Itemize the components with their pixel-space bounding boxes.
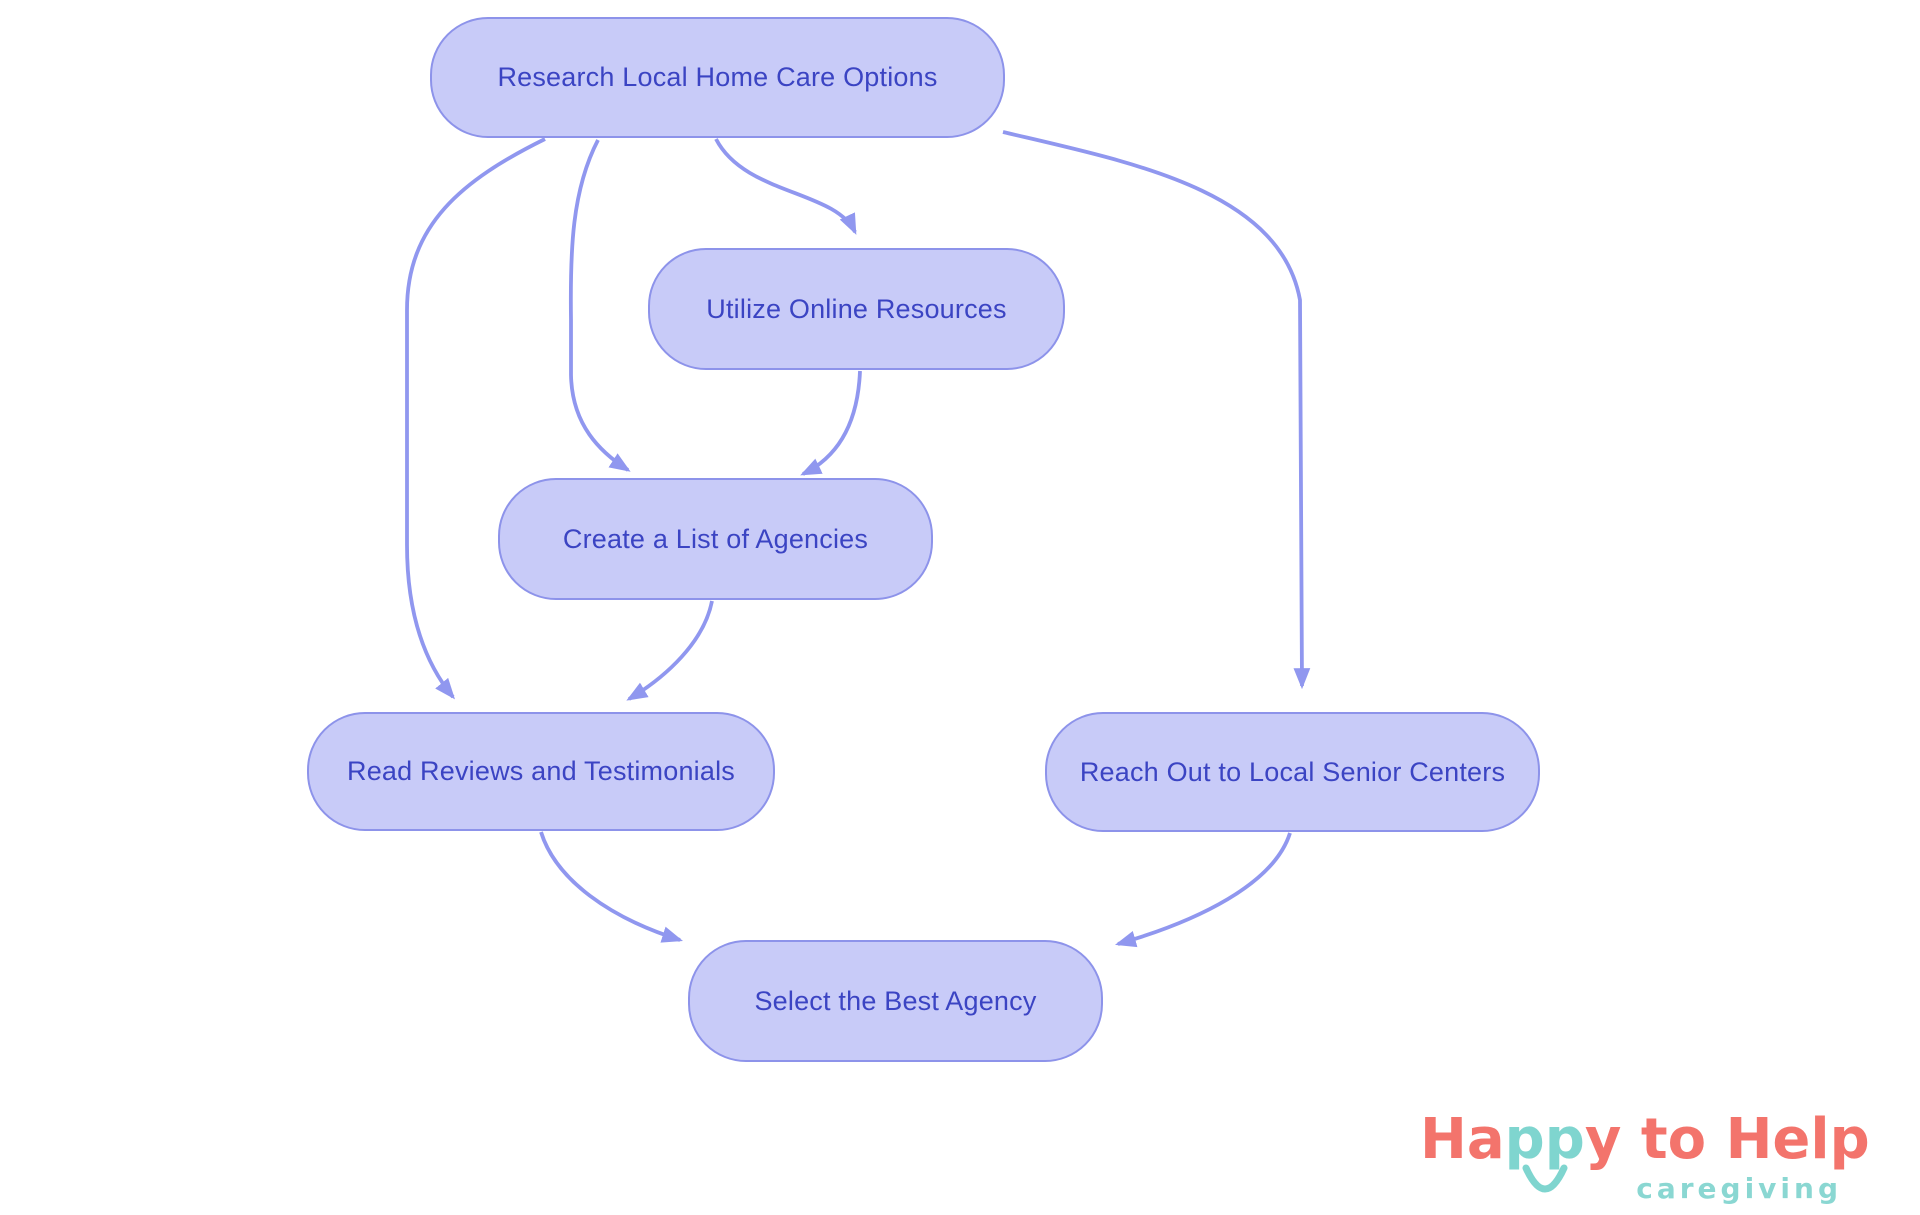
flow-node-online-resources: Utilize Online Resources bbox=[648, 248, 1065, 370]
logo-text-ha: Ha bbox=[1420, 1107, 1505, 1172]
logo-text-y-to-help: y to Help bbox=[1584, 1107, 1870, 1172]
edge-read-reviews-to-select-agency bbox=[539, 831, 684, 943]
flow-node-research-label: Research Local Home Care Options bbox=[497, 62, 938, 92]
flow-node-online-resources-label: Utilize Online Resources bbox=[706, 293, 1007, 324]
flow-node-select-agency: Select the Best Agency bbox=[688, 940, 1103, 1062]
smile-arc-icon bbox=[1522, 1164, 1568, 1193]
edge-research-to-read-reviews bbox=[405, 137, 546, 700]
edge-research-to-online-resources bbox=[714, 138, 857, 235]
edge-agency-list-to-read-reviews bbox=[626, 600, 714, 701]
flow-node-agency-list-label: Create a List of Agencies bbox=[562, 523, 869, 554]
flow-node-read-reviews-label: Read Reviews and Testimonials bbox=[347, 756, 735, 786]
flow-node-select-agency-label: Select the Best Agency bbox=[754, 985, 1037, 1016]
edge-research-to-agency-list bbox=[568, 139, 631, 472]
flow-node-senior-centers-label: Reach Out to Local Senior Centers bbox=[1079, 756, 1506, 787]
edge-senior-centers-to-select-agency bbox=[1114, 832, 1292, 948]
logo-text-pp: pp bbox=[1505, 1112, 1585, 1193]
flow-node-research: Research Local Home Care Options bbox=[430, 17, 1005, 138]
logo-tagline: caregiving bbox=[1636, 1172, 1842, 1205]
flow-node-read-reviews: Read Reviews and Testimonials bbox=[307, 712, 775, 831]
flow-node-agency-list: Create a List of Agencies bbox=[498, 478, 933, 600]
edge-research-to-senior-centers bbox=[1002, 130, 1311, 690]
edge-online-resources-to-agency-list bbox=[800, 370, 862, 476]
flow-node-senior-centers: Reach Out to Local Senior Centers bbox=[1045, 712, 1540, 832]
